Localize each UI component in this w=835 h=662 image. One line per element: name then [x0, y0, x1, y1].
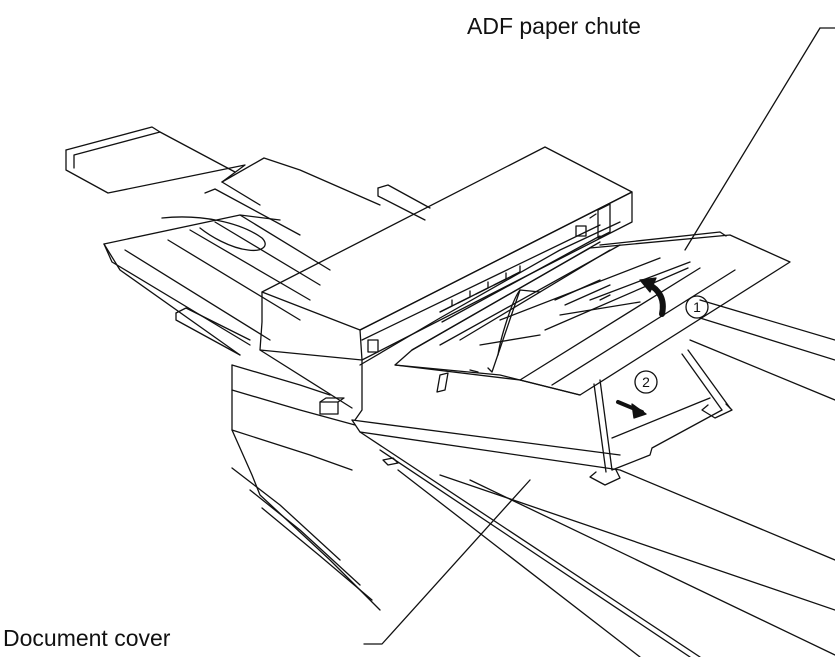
step-marker-2: 2 [635, 371, 657, 393]
document-cover-label: Document cover [3, 625, 171, 651]
step-arrows [618, 278, 663, 418]
cover-latch-icon [383, 458, 398, 465]
adf-paper-chute-label: ADF paper chute [467, 13, 641, 39]
step-marker-2-circle [635, 371, 657, 393]
document-cover-leader-line [364, 480, 530, 644]
adf-side-knob-icon [368, 340, 378, 352]
pull-arrow-head-icon [632, 404, 646, 418]
base-button-icon [320, 402, 338, 414]
document-cover [352, 300, 835, 657]
adf-chute-leader-line [685, 28, 820, 250]
output-tray [66, 127, 430, 355]
adf-paper-chute [395, 232, 790, 395]
step-marker-1-circle [686, 296, 708, 318]
flatbed-base [232, 365, 380, 610]
chute-support-stand [590, 350, 732, 485]
step-marker-2-number: 2 [642, 374, 650, 390]
adf-side-knob-icon [576, 226, 586, 236]
rotate-arrow-head-icon [640, 278, 656, 292]
adf-head-unit [260, 147, 632, 420]
feed-rollers [440, 266, 520, 312]
step-marker-1: 1 [686, 296, 708, 318]
step-marker-1-number: 1 [693, 299, 701, 315]
